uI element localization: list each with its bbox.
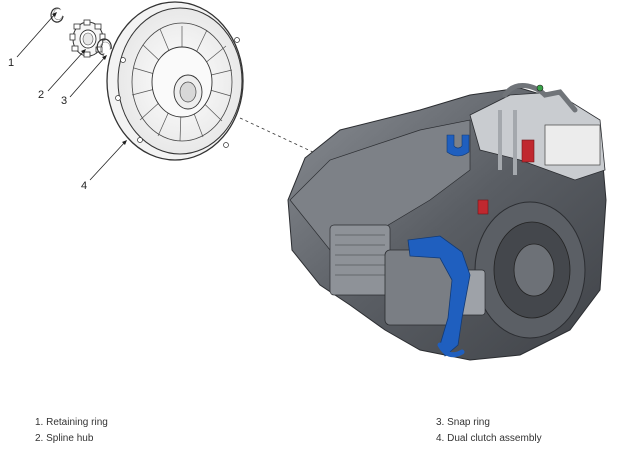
exploded-view-diagram: 1 2 3 4 (8, 1, 607, 361)
legend-right: 3. Snap ring 4. Dual clutch assembly (436, 415, 542, 447)
legend-item-dual-clutch-assembly: 4. Dual clutch assembly (436, 433, 542, 444)
spline-hub (69, 19, 106, 58)
dual-clutch-assembly (106, 1, 244, 161)
legend-left: 1. Retaining ring 2. Spline hub (35, 415, 108, 447)
legend-item-retaining-ring: 1. Retaining ring (35, 417, 108, 428)
alignment-dashed-line (239, 117, 331, 161)
legend-item-spline-hub: 2. Spline hub (35, 433, 94, 444)
callout-1: 1 (8, 57, 14, 69)
callout-4: 4 (81, 180, 87, 192)
transmission-housing (287, 83, 607, 361)
callout-3: 3 (61, 95, 67, 107)
callout-2: 2 (38, 89, 44, 101)
snap-ring (96, 38, 112, 56)
retaining-ring (50, 7, 64, 23)
legend-item-snap-ring: 3. Snap ring (436, 417, 490, 428)
leader-lines (16, 13, 126, 181)
leader-arrowheads (52, 12, 127, 145)
